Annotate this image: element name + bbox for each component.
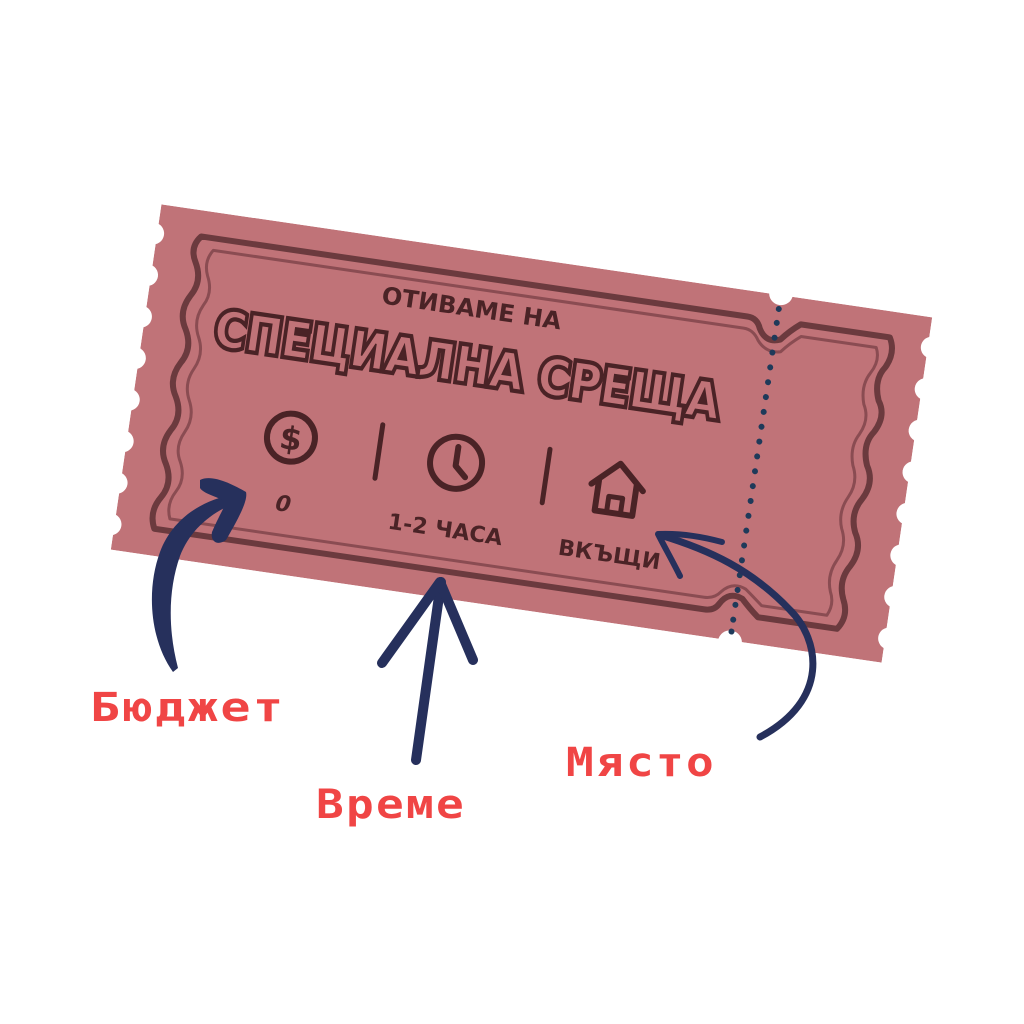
- date-ticket: ОТИВАМЕ НА СПЕЦИАЛНА СРЕЩА СПЕЦИАЛНА СРЕ…: [110, 204, 933, 663]
- main-section-inner-line: [167, 248, 879, 617]
- separator: [539, 446, 553, 506]
- svg-text:$: $: [277, 418, 305, 459]
- place-label: Място: [566, 740, 716, 786]
- dollar-icon: $: [263, 410, 318, 465]
- budget-label: Бюджет: [90, 685, 286, 731]
- ticket-body: [110, 204, 933, 663]
- main-section-border: [149, 233, 895, 632]
- clock-icon: [427, 433, 486, 492]
- house-icon: [588, 460, 646, 519]
- time-arrow-icon: [377, 577, 478, 765]
- separator: [372, 422, 386, 481]
- time-label: Време: [316, 782, 466, 828]
- budget-value: 0: [274, 491, 293, 518]
